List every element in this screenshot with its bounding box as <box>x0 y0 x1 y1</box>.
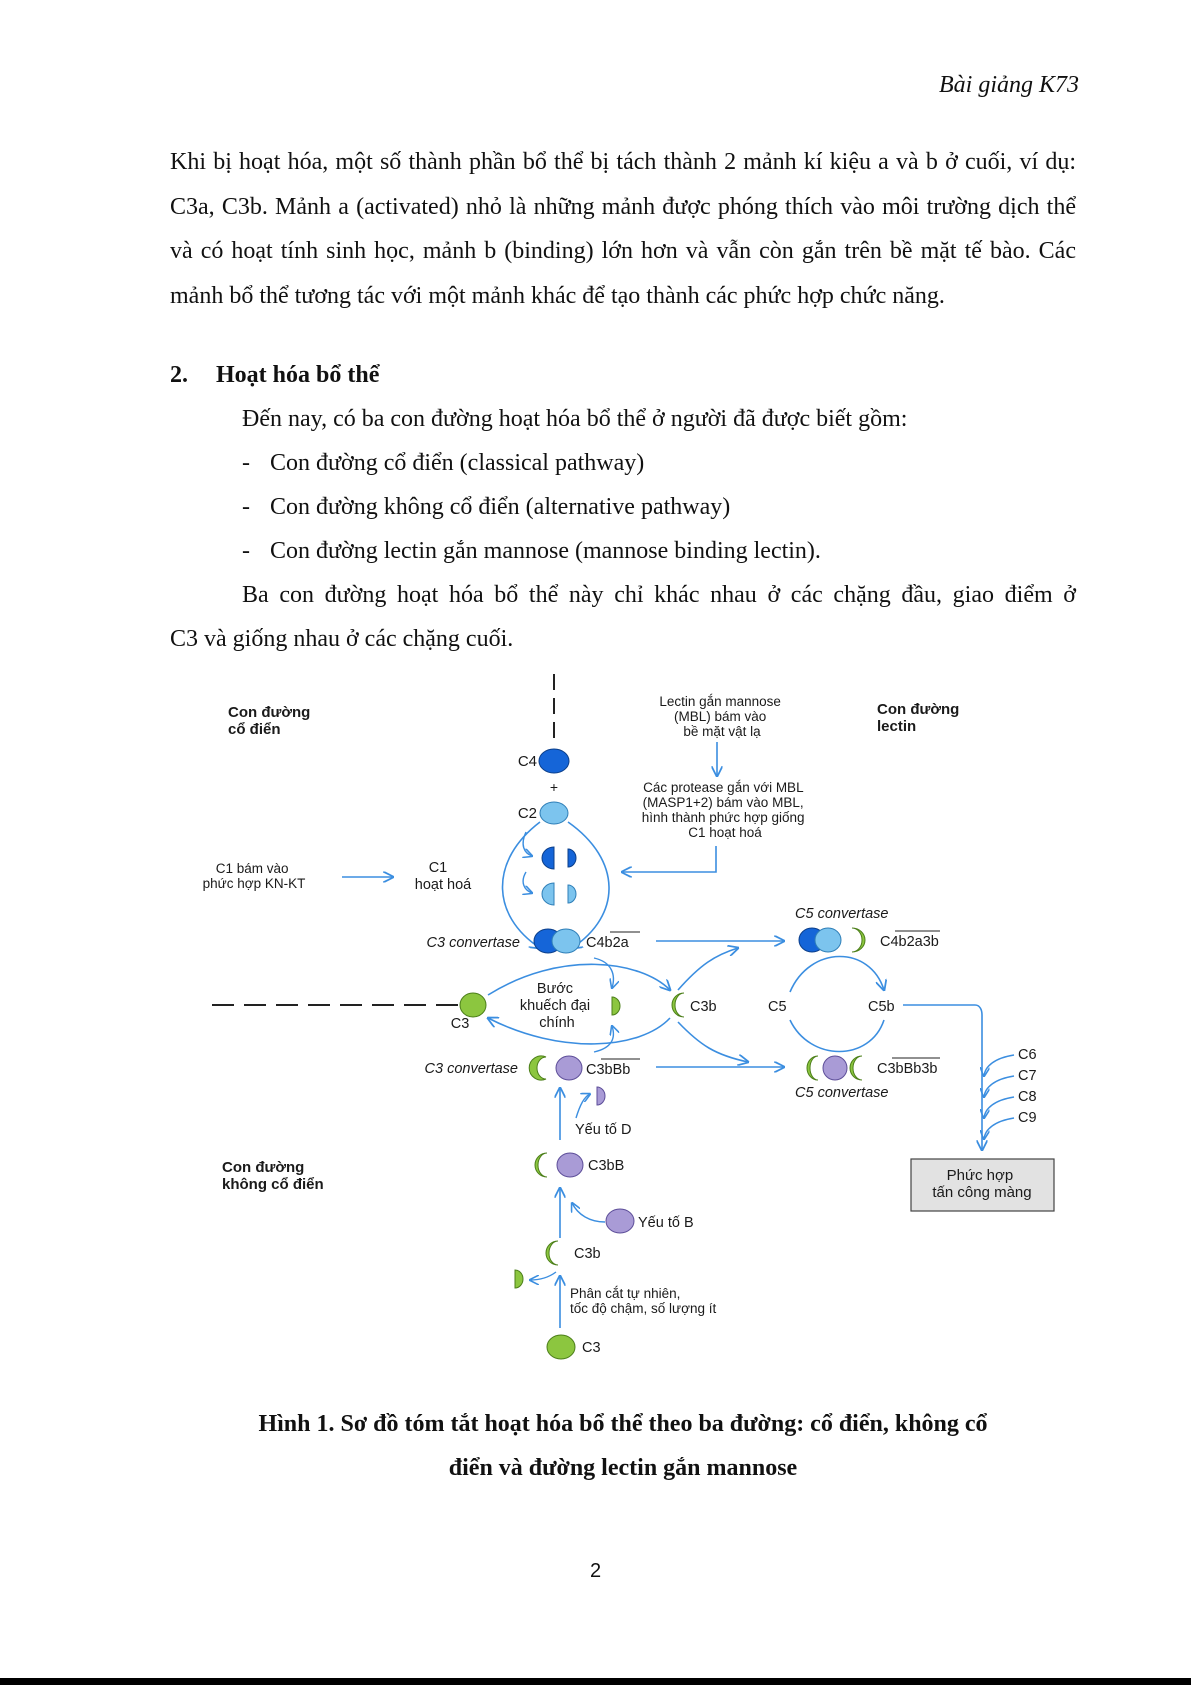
c5-convertase-label: C5 convertase <box>795 906 889 922</box>
c3b-shape <box>671 992 685 1018</box>
arrow <box>677 948 738 991</box>
arrow <box>501 821 541 948</box>
c3b-bottom-label: C3b <box>574 1246 601 1262</box>
c2a-fragment <box>541 882 555 906</box>
page-number: 2 <box>589 1560 602 1582</box>
c4b2a3b-label: C4b2a3b <box>880 934 939 950</box>
factor-b-label: Yếu tố B <box>638 1215 694 1231</box>
figure-caption-line-2: điển và đường lectin gắn mannose <box>448 1455 798 1481</box>
c4b-fragment <box>541 846 555 870</box>
plus-sign: + <box>550 779 558 795</box>
list-dash: - <box>242 450 250 476</box>
c3bbb3b-label: C3bBb3b <box>877 1061 937 1077</box>
page-header: Bài giảng K73 <box>938 72 1079 98</box>
classical-title: Con đường cổ điển <box>228 704 315 738</box>
c3b-shape <box>806 1055 819 1081</box>
arrow <box>789 1019 885 1053</box>
list-dash: - <box>242 538 250 564</box>
c3b-shape <box>849 1055 863 1081</box>
c3-convertase-label: C3 convertase <box>427 935 521 951</box>
c3b-shape <box>545 1240 559 1266</box>
list-dash: - <box>242 494 250 520</box>
factor-d-label: Yếu tố D <box>575 1122 631 1138</box>
arrow <box>575 1094 590 1119</box>
terminal-components: C6 C7 C8 C9 <box>1018 1047 1041 1126</box>
arrow <box>903 1004 982 1150</box>
section-number: 2. <box>170 362 188 388</box>
c1-active-text: C1 hoạt hoá <box>415 860 472 893</box>
c3-shape <box>546 1334 576 1360</box>
c2-label: C2 <box>518 805 537 822</box>
c4b2a-label: C4b2a <box>586 935 630 951</box>
figure-caption-line-1: Hình 1. Sơ đồ tóm tắt hoạt hóa bổ thể th… <box>258 1411 988 1437</box>
arrow <box>593 957 613 988</box>
masp-text: Các protease gắn với MBL (MASP1+2) bám v… <box>642 780 809 840</box>
arrow <box>523 871 532 893</box>
alternative-title: Con đường không cổ điển <box>222 1159 324 1193</box>
arrow <box>523 831 532 856</box>
bottom-border <box>0 1678 1191 1685</box>
arrow <box>677 1021 748 1062</box>
closing-line-1: Ba con đường hoạt hóa bổ thể này chỉ khá… <box>242 582 1076 608</box>
spontaneous-text: Phân cắt tự nhiên, tốc độ chậm, số lượng… <box>570 1286 716 1316</box>
c3-label: C3 <box>451 1016 470 1032</box>
list-item: Con đường không cổ điển (alternative pat… <box>270 494 731 520</box>
terminal-arrows <box>984 1054 1015 1139</box>
c4a-fragment <box>567 848 577 868</box>
c3-shape <box>459 992 487 1018</box>
c5-label: C5 <box>768 999 787 1015</box>
arrow <box>488 1018 671 1045</box>
c3bb-label: C3bB <box>588 1158 624 1174</box>
c3a-fragment <box>611 996 621 1016</box>
c4-shape <box>538 748 570 774</box>
arrow <box>622 846 717 872</box>
c3bbb-label: C3bBb <box>586 1062 630 1078</box>
c2a-shape <box>551 928 581 954</box>
arrow <box>487 963 670 996</box>
c5b-label: C5b <box>868 999 895 1015</box>
arrow <box>593 1026 613 1053</box>
factor-b-shape <box>556 1152 584 1178</box>
c2-shape <box>539 801 569 825</box>
closing-line-2: C3 và giống nhau ở các chặng cuối. <box>170 626 514 652</box>
arrow <box>530 1271 557 1280</box>
mbl-text: Lectin gắn mannose (MBL) bám vào bề mặt … <box>659 694 784 739</box>
intro-paragraph: Khi bị hoạt hóa, một số thành phần bổ th… <box>170 149 1076 309</box>
mac-box <box>910 1158 1055 1212</box>
c3b-shape <box>534 1152 548 1178</box>
c3b-label: C3b <box>690 999 717 1015</box>
section-heading: Hoạt hóa bổ thể <box>216 362 380 388</box>
list-item: Con đường lectin gắn mannose (mannose bi… <box>270 538 821 564</box>
c1-bind-text: C1 bám vào phức hợp KN-KT <box>203 861 306 891</box>
c3b-shape <box>528 1055 547 1081</box>
arrow <box>572 1203 606 1223</box>
arrow <box>567 821 610 948</box>
c5-convertase-alt-label: C5 convertase <box>795 1085 889 1101</box>
bb-shape <box>822 1055 848 1081</box>
bb-shape <box>555 1055 583 1081</box>
factor-d-fragment <box>596 1086 606 1106</box>
c2b-fragment <box>567 884 577 904</box>
lectin-title: Con đường lectin <box>877 701 964 735</box>
arrow <box>789 955 884 992</box>
c3a-fragment <box>514 1269 524 1289</box>
c4-label: C4 <box>518 753 537 770</box>
section-lead: Đến nay, có ba con đường hoạt hóa bổ thể… <box>242 406 908 432</box>
c3-convertase-alt-label: C3 convertase <box>425 1061 519 1077</box>
c3-bottom-label: C3 <box>582 1340 601 1356</box>
mac-text: Phức hợp tấn công màng <box>932 1167 1031 1201</box>
c3b-shape <box>851 927 866 953</box>
amplification-text: Bước khuếch đại chính <box>520 981 594 1031</box>
factor-b-shape <box>605 1208 635 1234</box>
c2a-shape <box>814 927 842 953</box>
list-item: Con đường cổ điển (classical pathway) <box>270 450 645 476</box>
